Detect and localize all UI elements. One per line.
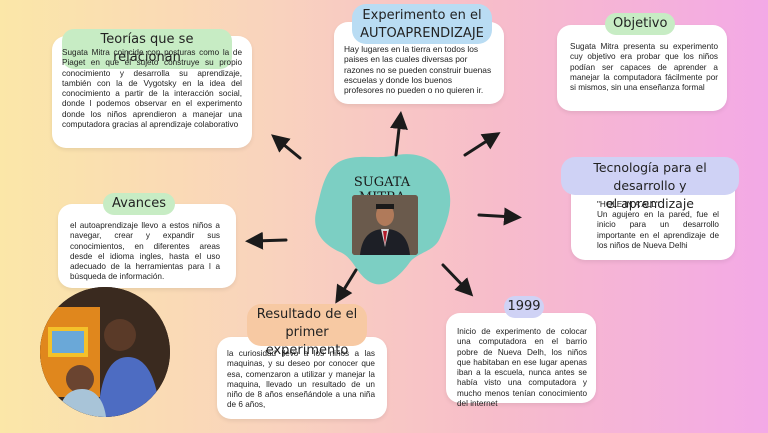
avances-text: el autoaprendizaje llevo a estos niños a… [70,221,220,282]
avances-label: Avances [103,193,175,215]
tecnologia-label-line2: el aprendizaje [605,196,694,211]
children-illustration [40,287,170,417]
teorias-label: Teorías que se relacionan [62,29,232,69]
resultado-card [217,337,387,419]
year-text: Inicio de experimento de colocar una com… [457,327,587,409]
arrow-to-tecnologia [477,207,522,226]
teorias-text: Sugata Mitra coincide con posturas como … [62,48,242,130]
resultado-label-line1: Resultado de el [256,307,358,322]
arrow-to-resultado [335,268,358,304]
resultado-label: Resultado de el primer experimento [247,304,367,358]
year-card [446,313,596,403]
sugata-mitra-photo [352,195,418,255]
avances-card [58,204,236,288]
portrait-illustration [352,195,418,255]
objetivo-label: Objetivo [605,13,675,35]
resultado-text: la curiosidad llevo a los niños a las ma… [227,349,375,410]
experimento-label-line1: Experimento en el [362,8,482,23]
experimento-text: Hay lugares en la tierra en todos los pa… [344,44,492,96]
tecnologia-label: Tecnología para el desarrollo y el apren… [561,157,739,211]
arrow-to-objetivo [463,132,501,157]
year-label: 1999 [504,296,544,318]
objetivo-card [557,25,727,111]
experimento-label-line2: AUTOAPRENDIZAJE [360,26,484,41]
arrow-to-experimento [390,111,408,157]
arrow-to-1999 [441,263,474,297]
resultado-label-line2: primer experimento [265,325,349,358]
children-photo [40,287,170,417]
tecnologia-label-line1: Tecnología para el desarrollo y [593,160,707,193]
arrow-to-avances [245,231,288,250]
objetivo-text: Sugata Mitra presenta su experimento cuy… [570,42,718,93]
tecnologia-text: Un agujero en la pared, fue el inicio pa… [597,210,719,250]
tecnologia-quote: "HOLE IN A ALL" [597,200,659,209]
experimento-label: Experimento en el AUTOAPRENDIZAJE [352,4,492,44]
arrow-to-teorias [271,134,302,160]
